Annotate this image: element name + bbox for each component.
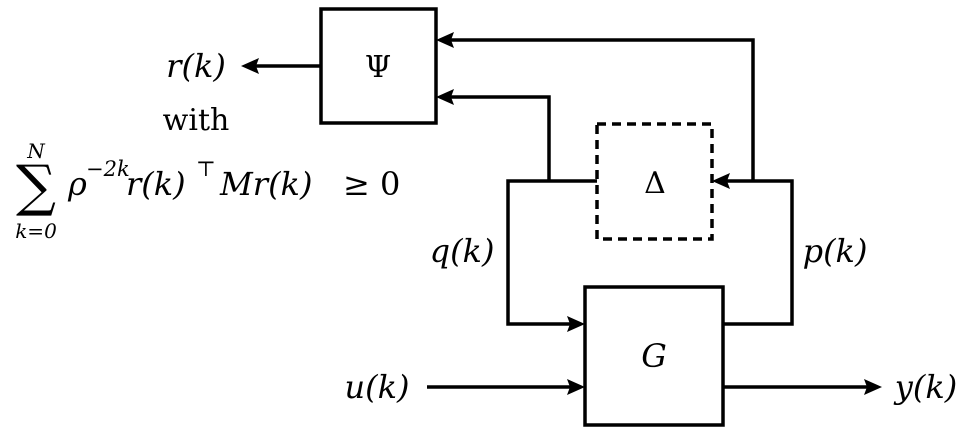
rho-symbol: ρ (67, 165, 87, 203)
y-arrowhead (864, 379, 882, 395)
transpose-symbol: ⊤ (196, 157, 216, 181)
psi-label: Ψ (365, 50, 391, 85)
q-signal-label: q(k) (430, 232, 495, 270)
q-to-psi-wire (450, 95, 551, 181)
y-signal-label: y(k) (893, 368, 957, 406)
sum-upper-limit: N (26, 139, 46, 163)
p-to-psi-arrowhead (436, 32, 454, 48)
sum-symbol: ∑ (16, 154, 56, 219)
u-signal-label: u(k) (345, 368, 410, 406)
r-arrowhead (241, 58, 259, 74)
p-to-psi-wire (450, 38, 755, 181)
with-label: with (163, 103, 230, 138)
m-term: Mr(k) (219, 165, 312, 203)
g-block (583, 285, 725, 427)
p-signal-label: p(k) (803, 232, 868, 270)
inequality-term: ≥ 0 (343, 165, 400, 203)
rho-exponent: −2k (86, 157, 130, 181)
q-arrowhead (567, 316, 585, 332)
delta-label: Δ (644, 166, 666, 201)
q-wire (506, 179, 597, 326)
u-arrowhead (567, 379, 585, 395)
sum-lower-limit: k=0 (15, 219, 57, 243)
delta-block (595, 122, 714, 241)
r-term: r(k) (126, 165, 186, 203)
p-wire (723, 179, 794, 326)
g-label: G (641, 337, 667, 375)
q-to-psi-arrowhead (436, 89, 454, 105)
r-signal-label: r(k) (166, 47, 226, 85)
p-arrowhead (712, 173, 730, 189)
